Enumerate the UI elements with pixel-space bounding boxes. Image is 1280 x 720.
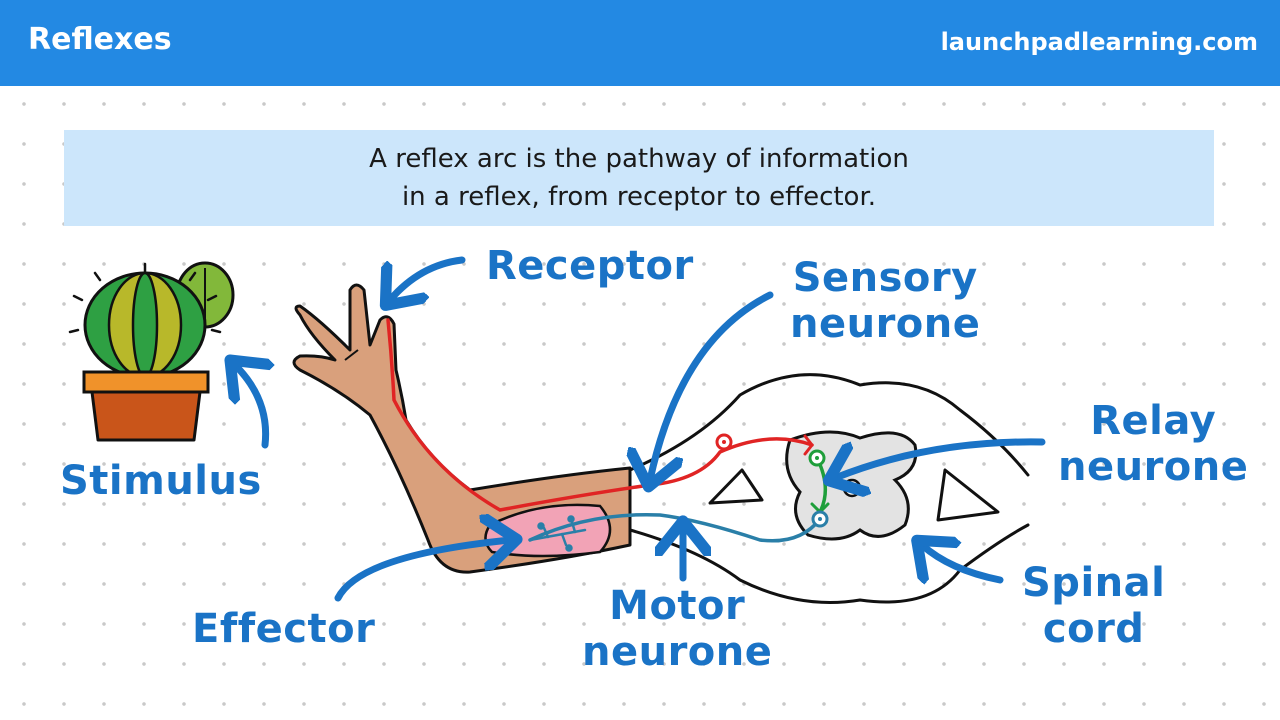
sensory-neurone-path: [386, 318, 814, 512]
label-sensory-neurone: Sensory neurone: [790, 255, 981, 347]
label-motor-neurone: Motor neurone: [582, 583, 773, 675]
effector-arrow: [334, 540, 510, 602]
label-effector: Effector: [192, 606, 376, 652]
definition-box: A reflex arc is the pathway of informati…: [64, 130, 1214, 226]
label-spinal-cord: Spinal cord: [1022, 560, 1166, 652]
stimulus-arrow: [235, 365, 266, 449]
header-bar: Reflexes launchpadlearning.com: [0, 0, 1280, 86]
sensory-arrow: [650, 291, 774, 480]
site-url: launchpadlearning.com: [940, 28, 1258, 56]
label-stimulus: Stimulus: [60, 458, 262, 504]
relay-arrow: [835, 438, 1046, 478]
page-title: Reflexes: [28, 22, 172, 57]
label-relay-neurone: Relay neurone: [1058, 398, 1249, 490]
definition-line-1: A reflex arc is the pathway of informati…: [369, 144, 909, 174]
cactus-icon: [68, 261, 235, 442]
receptor-arrow: [390, 256, 466, 300]
definition-line-2: in a reflex, from receptor to effector.: [401, 182, 877, 212]
label-receptor: Receptor: [486, 243, 694, 289]
spinal-cord-arrow: [922, 545, 1004, 580]
